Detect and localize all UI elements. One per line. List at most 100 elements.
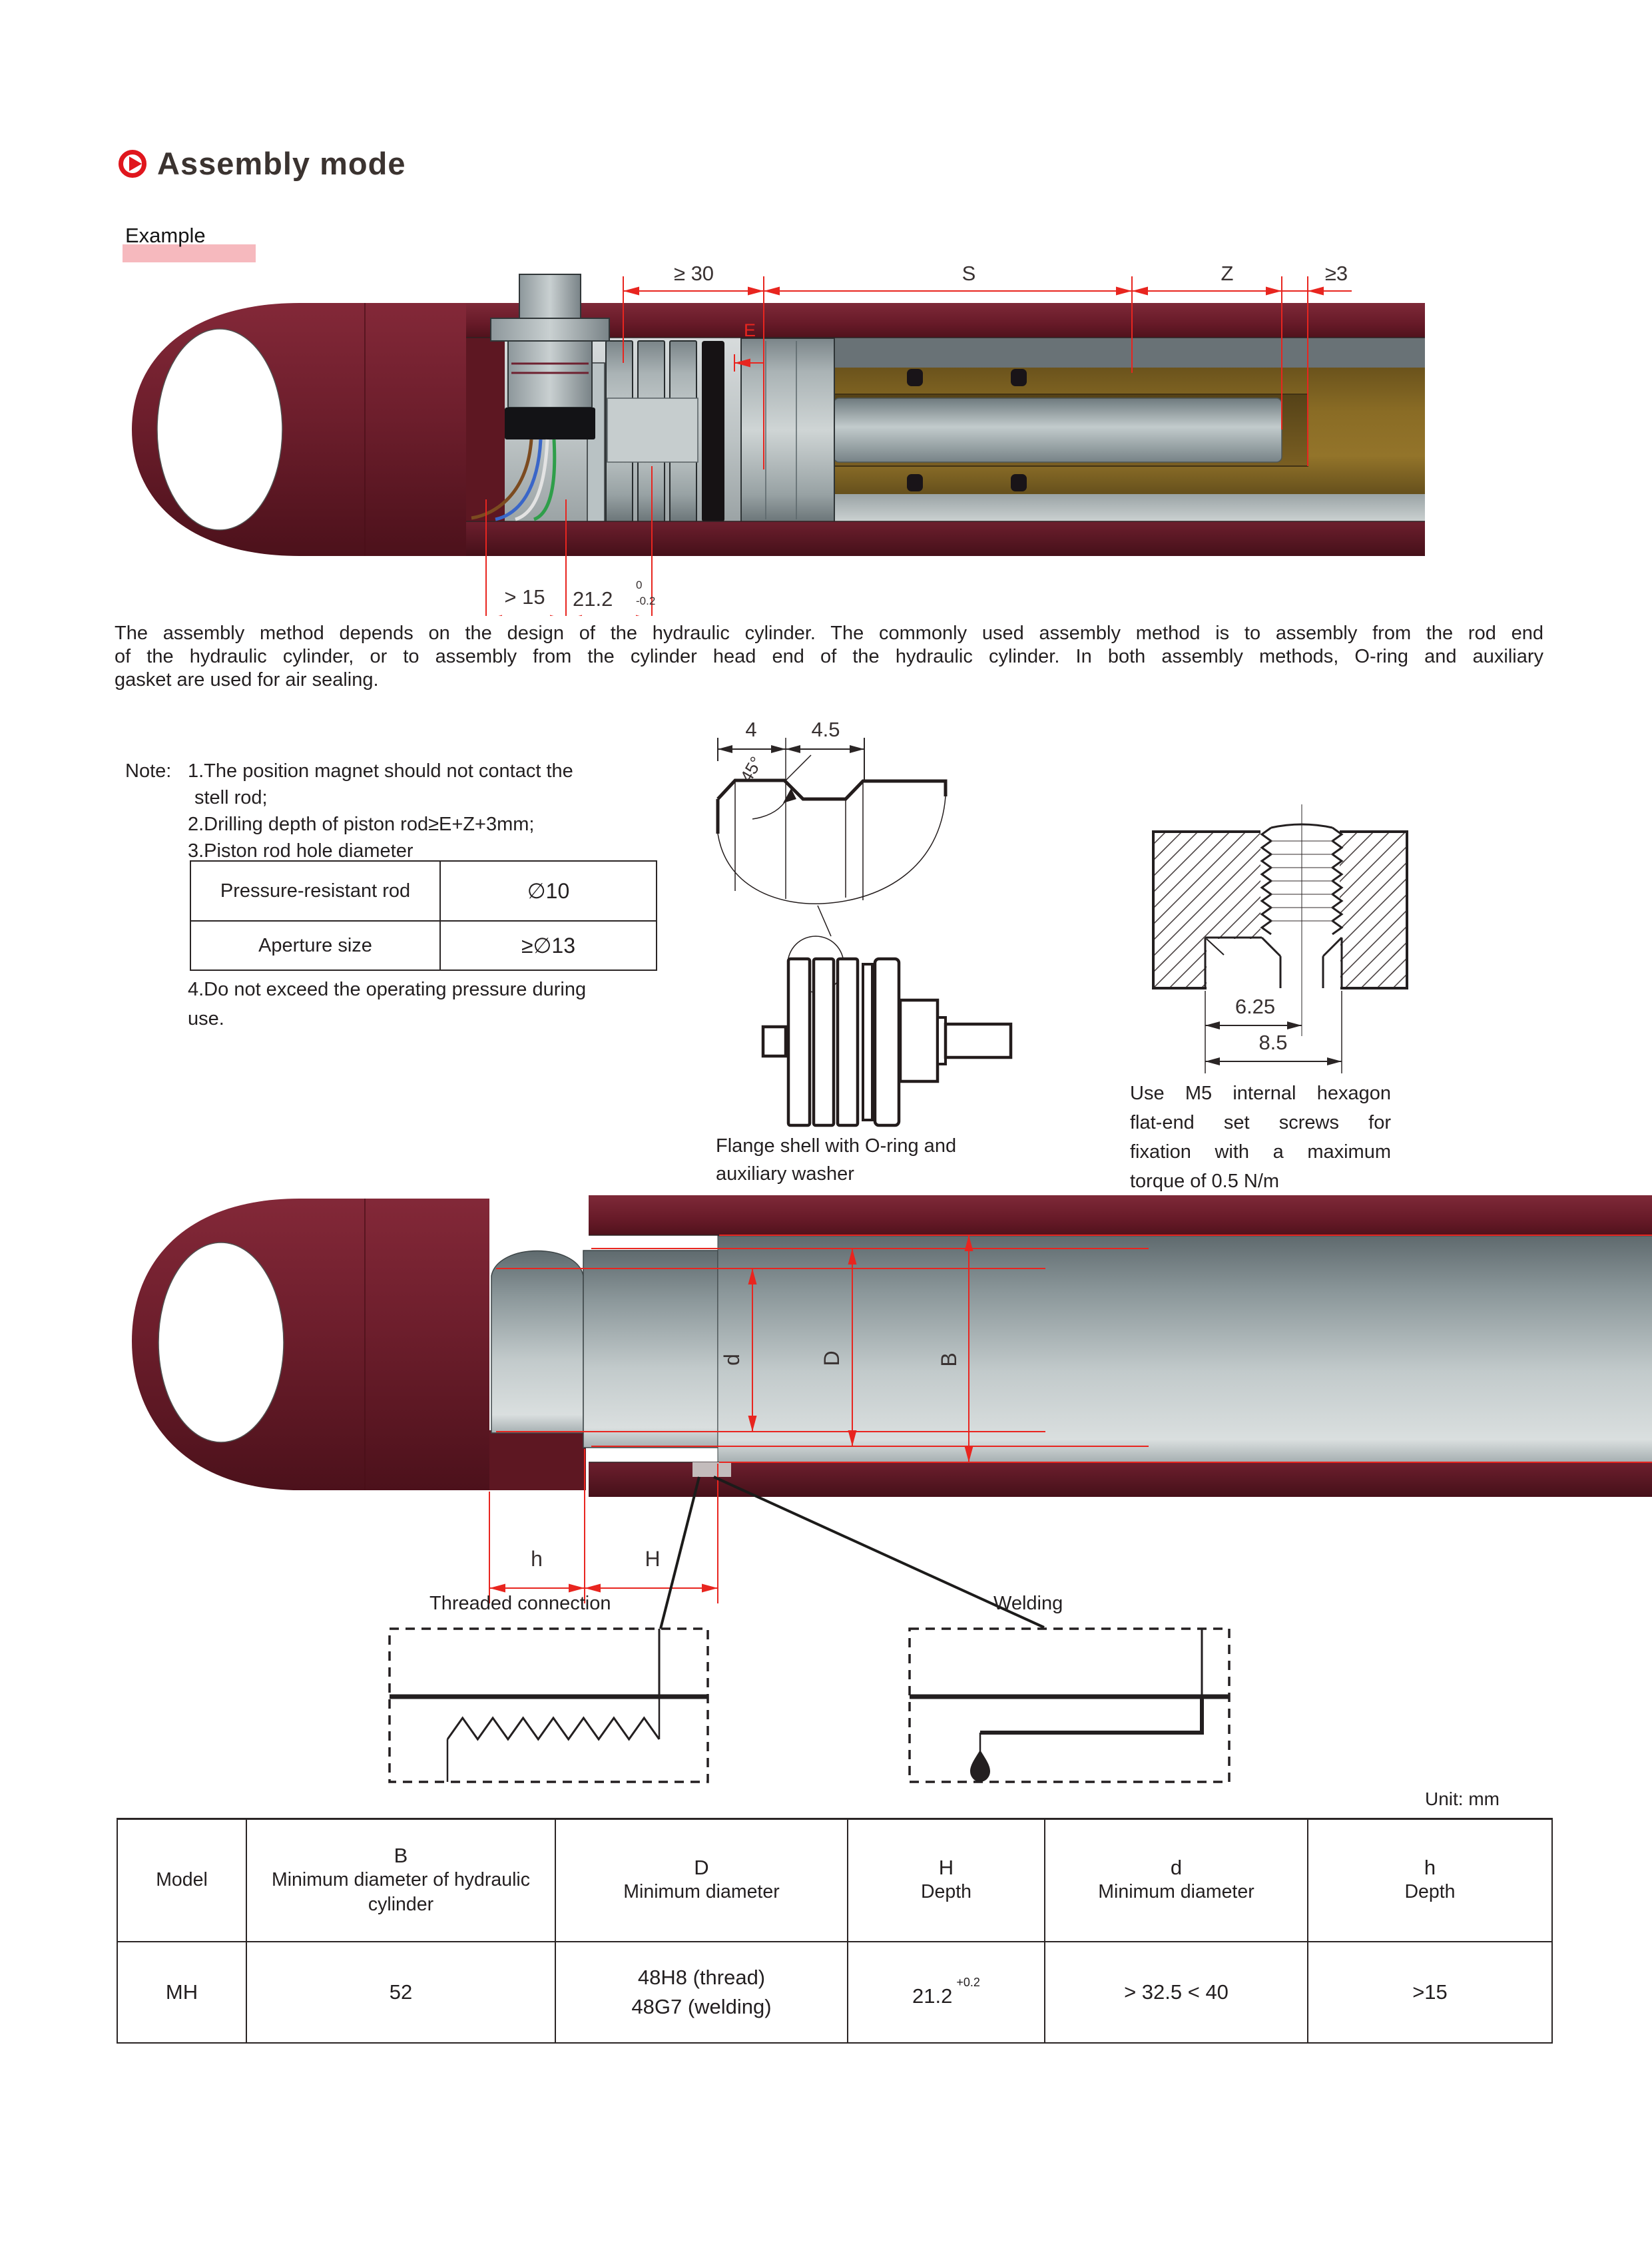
dim-85: 8.5 bbox=[1258, 1031, 1287, 1054]
spec-table: Model B Minimum diameter of hydraulic cy… bbox=[117, 1818, 1553, 2044]
angle-arrowhead bbox=[783, 788, 796, 803]
note-item-2: 2.Drilling depth of piston rod≥E+Z+3mm; bbox=[188, 814, 535, 835]
set-screw-caption-line-2: flat-end set screws for bbox=[1130, 1112, 1391, 1133]
dim-212: 21.2 bbox=[573, 587, 613, 611]
rod-step-2 bbox=[583, 1250, 718, 1448]
clevis-hole bbox=[156, 328, 283, 531]
welding-box bbox=[908, 1627, 1231, 1783]
dim-D: D bbox=[820, 1350, 844, 1366]
cell-b: 52 bbox=[246, 1940, 556, 2044]
example-label: Example bbox=[123, 224, 256, 262]
col-d-desc: Minimum diameter bbox=[1098, 1881, 1254, 1903]
cell-model: MH bbox=[117, 1940, 247, 2044]
note-item-1-line-2: stell rod; bbox=[194, 787, 268, 808]
note-label: Note: bbox=[125, 760, 172, 782]
dim-212-tol-upper: 0 bbox=[636, 579, 642, 591]
note-item-1-line-1: 1.The position magnet should not contact… bbox=[188, 760, 573, 782]
groove-dim-45: 4.5 bbox=[811, 719, 840, 741]
aperture-size-value: ≥∅13 bbox=[439, 920, 657, 971]
sensor-connector bbox=[471, 274, 610, 521]
connection-detail-boxes bbox=[388, 1627, 1231, 1783]
dim-625: 6.25 bbox=[1235, 995, 1275, 1018]
weld-bead-drop bbox=[970, 1750, 990, 1782]
cylinder-body bbox=[132, 274, 1425, 556]
cell-H: +0.2 21.2 bbox=[847, 1940, 1045, 2044]
set-screw-caption-line-3: fixation with a maximum bbox=[1130, 1141, 1391, 1163]
detail-leader-lines bbox=[659, 1476, 1045, 1629]
intro-line-1: The assembly method depends on the desig… bbox=[115, 623, 1543, 644]
note-item-3: 3.Piston rod hole diameter bbox=[188, 840, 413, 862]
cylinder-wall-bottom-2 bbox=[589, 1462, 1652, 1497]
set-screw-caption: Use M5 internal hexagon flat-end set scr… bbox=[1130, 1079, 1391, 1196]
dimension-labels-2: d D B h H bbox=[531, 1350, 961, 1571]
cell-d: > 32.5 < 40 bbox=[1044, 1940, 1308, 2044]
connector-flange bbox=[490, 318, 610, 342]
set-screw-detail-drawing: 6.25 8.5 bbox=[1152, 804, 1408, 1073]
set-screw-caption-line-1: Use M5 internal hexagon bbox=[1130, 1083, 1391, 1104]
example-text: Example bbox=[125, 224, 206, 247]
counterbore bbox=[1153, 936, 1407, 989]
dim-e: E bbox=[744, 320, 756, 340]
col-model: Model bbox=[156, 1869, 208, 1891]
cell-h: >15 bbox=[1307, 1940, 1553, 2044]
set-screw-caption-line-4: torque of 0.5 N/m bbox=[1130, 1171, 1280, 1192]
dim-d: d bbox=[720, 1354, 744, 1366]
flange-shell-drawing bbox=[761, 936, 1013, 1127]
cylinder-section-drawing: ≥ 30 S Z ≥3 E > 15 21.2 0 -0.2 bbox=[132, 262, 1425, 616]
sensor-wires bbox=[471, 439, 557, 521]
col-D-letter: D bbox=[694, 1856, 709, 1880]
welding-label: Welding bbox=[993, 1593, 1063, 1614]
rod-main bbox=[717, 1235, 1652, 1463]
dim-H: H bbox=[645, 1547, 660, 1571]
note-item-4-line-1: 4.Do not exceed the operating pressure d… bbox=[188, 979, 587, 1000]
dim-212-tol-lower: -0.2 bbox=[636, 595, 655, 607]
dim-z: Z bbox=[1221, 262, 1234, 285]
col-b-desc: Minimum diameter of hydraulic cylinder bbox=[271, 1868, 531, 1915]
rod-end-body bbox=[132, 1195, 1652, 1497]
piston-head bbox=[740, 338, 835, 523]
cell-H-tolerance: +0.2 bbox=[956, 1976, 980, 1989]
weld-notch bbox=[692, 1462, 731, 1477]
cell-D: 48H8 (thread) 48G7 (welding) bbox=[555, 1940, 848, 2044]
pressure-resistant-rod-value: ∅10 bbox=[439, 860, 657, 922]
groove-profile bbox=[716, 754, 948, 937]
col-H-desc: Depth bbox=[920, 1881, 972, 1903]
cell-H-value: 21.2 bbox=[912, 1984, 953, 2008]
aperture-size-label: Aperture size bbox=[190, 920, 441, 971]
welding-dashed-box bbox=[908, 1627, 1231, 1783]
note-item-4-line-2: use. bbox=[188, 1008, 224, 1029]
col-H-letter: H bbox=[938, 1856, 954, 1880]
intro-line-2: of the hydraulic cylinder, or to assembl… bbox=[115, 646, 1543, 667]
connector-stub bbox=[519, 274, 581, 320]
col-h-desc: Depth bbox=[1404, 1881, 1456, 1903]
rod-groove-detail-drawing: 4 4.5 45° bbox=[716, 719, 1013, 1127]
flange-caption: Flange shell with O-ring and auxiliary w… bbox=[716, 1132, 956, 1188]
seals bbox=[907, 369, 1027, 491]
cell-D-line-2: 48G7 (welding) bbox=[631, 1994, 772, 2018]
pressure-resistant-rod-label: Pressure-resistant rod bbox=[190, 860, 441, 922]
cell-D-line-1: 48H8 (thread) bbox=[637, 1965, 766, 1989]
cylinder-wall-top-2 bbox=[589, 1195, 1652, 1235]
dim-h: h bbox=[531, 1547, 543, 1571]
col-D-desc: Minimum diameter bbox=[623, 1881, 780, 1903]
rod-step-1 bbox=[491, 1250, 584, 1434]
set-screw-dimensions bbox=[1205, 991, 1342, 1073]
dimension-lines-red-2 bbox=[489, 1235, 1652, 1603]
flange-caption-line-2: auxiliary washer bbox=[716, 1163, 854, 1185]
threaded-connection-label: Threaded connection bbox=[429, 1593, 611, 1614]
flange-caption-line-1: Flange shell with O-ring and bbox=[716, 1135, 957, 1157]
dim-ge30: ≥ 30 bbox=[674, 262, 714, 285]
section-header: Assembly mode bbox=[119, 145, 406, 182]
position-magnet bbox=[587, 340, 724, 523]
cylinder-wall-bottom bbox=[466, 521, 1425, 556]
spec-table-header-row: Model B Minimum diameter of hydraulic cy… bbox=[117, 1818, 1553, 1942]
intro-paragraph: The assembly method depends on the desig… bbox=[115, 622, 1543, 692]
cylinder-wall-top bbox=[466, 303, 1425, 338]
col-h-letter: h bbox=[1424, 1856, 1436, 1880]
intro-line-3: gasket are used for air sealing. bbox=[115, 669, 379, 691]
steel-rod bbox=[833, 398, 1282, 463]
dim-s: S bbox=[962, 262, 976, 285]
cylinder-rod-drawing: d D B h H bbox=[132, 1195, 1652, 1629]
o-ring-band bbox=[702, 341, 724, 522]
play-bullet-icon bbox=[119, 149, 146, 178]
